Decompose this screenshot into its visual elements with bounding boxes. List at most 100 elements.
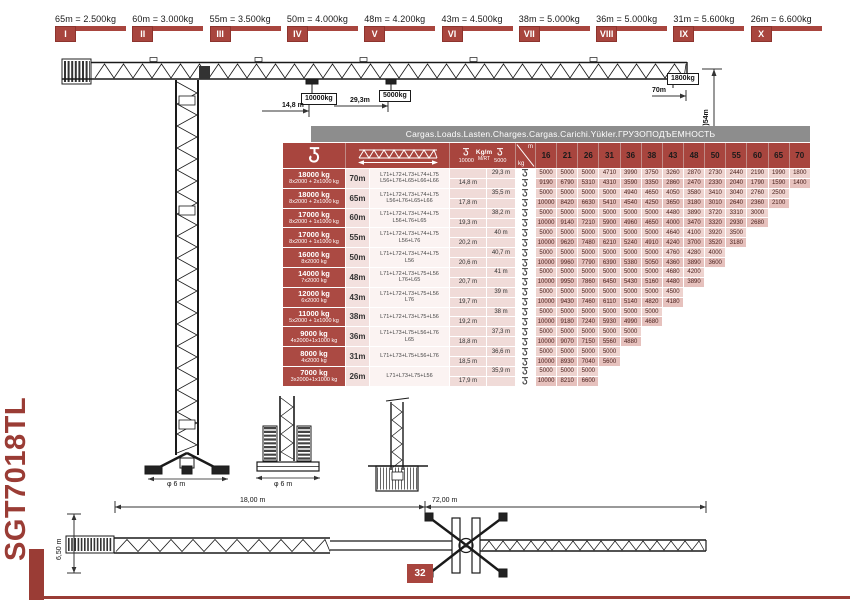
roman-bar-line — [617, 26, 668, 31]
trolley-hooks-drawing — [305, 78, 679, 93]
load-value: 5930 — [598, 317, 620, 328]
load-value: 4000 — [704, 248, 726, 259]
roman-numeral-box: III — [209, 26, 231, 42]
roman-bar: IX — [673, 26, 749, 42]
load-value: 3750 — [640, 169, 662, 179]
plan-view-drawing — [65, 512, 707, 578]
hook-icon — [522, 248, 528, 257]
hook-icon — [522, 268, 528, 276]
radius-5000-cell: 29,3 m — [486, 169, 515, 189]
hook-icon — [522, 179, 528, 187]
hook-icon — [522, 238, 528, 247]
load-value: 2870 — [682, 169, 705, 179]
load-value: 2640 — [725, 198, 747, 209]
roman-bar: IV — [286, 26, 363, 42]
load-value: 5000 — [556, 188, 578, 199]
load-value: 6630 — [577, 198, 599, 209]
ballast-detail: 4x2000+1x1000 kg — [290, 337, 338, 344]
radius-10000-value: 20,2 m — [449, 238, 486, 249]
load-value: 5000 — [577, 248, 599, 259]
load-value: 3500 — [725, 228, 747, 239]
load-value: 5000 — [640, 228, 662, 239]
load-value: 4680 — [640, 317, 662, 328]
load-value: 5000 — [577, 327, 599, 338]
ballast-detail: 5x2000 + 1x1000 kg — [289, 317, 339, 324]
load-value: 2500 — [767, 188, 789, 199]
load-value: 2190 — [746, 169, 768, 179]
hook-icon — [522, 318, 528, 326]
ballast-total: 12000 kg — [298, 289, 330, 299]
hook-pictogram-cell — [283, 143, 345, 168]
load-value: 5000 — [598, 188, 620, 199]
radius-header-value: 48 — [682, 143, 704, 168]
two-fall-capacity: 5000 — [494, 157, 507, 164]
radius-10000-value: 17,9 m — [449, 376, 486, 387]
load-value: 2860 — [661, 178, 683, 189]
load-value: 3520 — [704, 238, 726, 249]
load-value: 5000 — [556, 327, 578, 338]
load-value: 4050 — [661, 188, 683, 199]
load-value: 2100 — [767, 198, 789, 209]
load-value: 5380 — [619, 258, 641, 268]
load-value: 5000 — [577, 287, 599, 298]
load-value: 6110 — [598, 297, 620, 308]
ballast-total: 8000 kg — [300, 348, 328, 358]
roman-bar-line — [153, 26, 204, 31]
radius-blank — [449, 228, 486, 239]
load-value: 9960 — [556, 258, 578, 268]
load-chart-title: Cargas.Loads.Lasten.Charges.Cargas.Caric… — [311, 126, 810, 142]
section-config-line1: L71+L72+L73+L75+L56 — [380, 313, 439, 320]
side-accent-bar — [29, 549, 44, 600]
radius-blank — [486, 258, 515, 268]
jib-length-cell: 65m — [345, 188, 369, 209]
radius-10000-value: 20,6 m — [449, 258, 486, 268]
radius-blank — [486, 198, 515, 209]
mid-load-label: 5000kg — [379, 90, 411, 102]
falls-icon-cell — [515, 228, 535, 249]
load-value: 5000 — [640, 287, 662, 298]
roman-bar-line — [771, 26, 822, 31]
jib-length-cell: 26m — [345, 366, 369, 387]
falls-icon-cell — [515, 347, 535, 367]
load-value: 8420 — [556, 198, 578, 209]
load-value: 3260 — [661, 169, 683, 179]
load-value: 10000 — [535, 198, 557, 209]
load-value: 9950 — [556, 277, 578, 288]
section-config-line2: L65 — [404, 336, 415, 343]
hook-icon — [463, 147, 470, 156]
radius-blank — [449, 169, 486, 179]
load-value: 9140 — [556, 218, 578, 229]
ballast-detail: 8x2000 kg — [301, 258, 327, 265]
hook-icon — [497, 147, 504, 156]
radius-dimension-lines — [262, 68, 722, 134]
radius-5000-value: 41 m — [486, 267, 515, 278]
jib-capacity-label: 65m = 2.500kg — [55, 14, 117, 24]
falls-icon-cell — [515, 327, 535, 348]
radius-blank — [449, 248, 486, 259]
page-number: 32 — [407, 564, 433, 583]
section-config-line2: L56+L76+L65 — [392, 217, 427, 224]
roman-bar: VIII — [596, 26, 672, 42]
radius-blank — [486, 218, 515, 229]
jib-length-cell: 36m — [345, 327, 369, 348]
load-value: 4180 — [661, 297, 683, 308]
load-value: 5000 — [556, 267, 578, 278]
model-title: SGT7018TL — [0, 396, 32, 561]
roman-bar: II — [132, 26, 208, 42]
jib-length-cell: 48m — [345, 267, 369, 288]
load-value: 4500 — [661, 287, 683, 298]
load-value: 5000 — [556, 228, 578, 239]
section-config-line1: L71+L72+L73+L74+L75 — [380, 231, 439, 238]
